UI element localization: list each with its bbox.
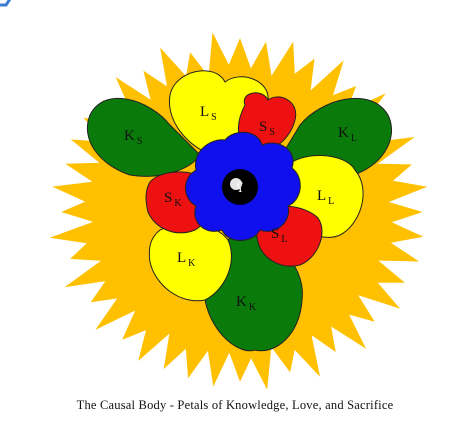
- jewel-icon: ʕ: [222, 169, 258, 205]
- center-glyph: ʕ: [237, 181, 243, 196]
- diagram-caption: The Causal Body - Petals of Knowledge, L…: [0, 398, 470, 413]
